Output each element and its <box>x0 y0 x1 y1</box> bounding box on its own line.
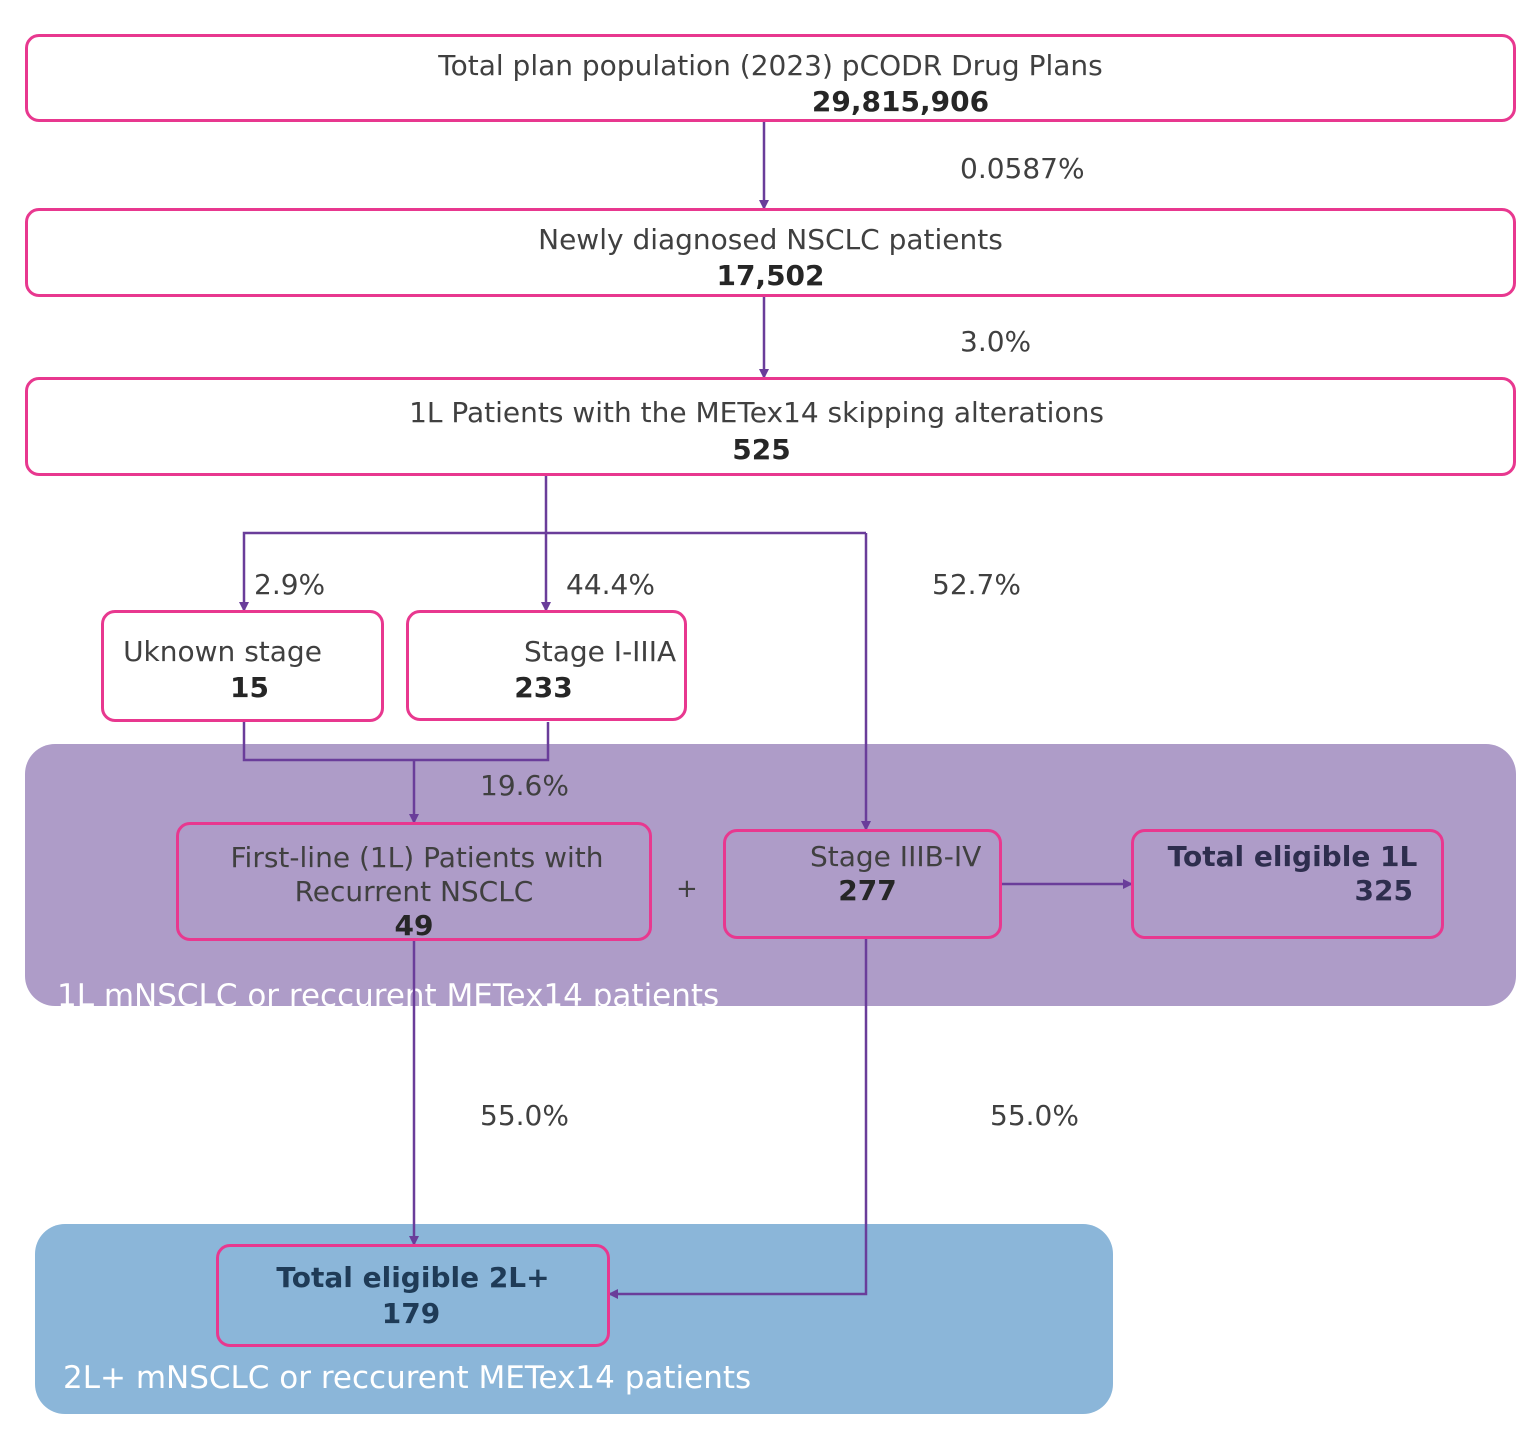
region-1l: 1L mNSCLC or reccurent METex14 patients <box>25 744 1516 1014</box>
metex14-1l-value: 525 <box>732 433 791 466</box>
recurrent-value: 49 <box>394 909 434 942</box>
total-eligible-1l-box: Total eligible 1L 325 <box>1131 829 1444 939</box>
unknown-stage-label: Uknown stage <box>123 635 322 668</box>
pct-stage-iiib-iv: 52.7% <box>932 568 1021 601</box>
recurrent-label-line1: First-line (1L) Patients with <box>230 841 604 874</box>
pct-recurrent: 19.6% <box>480 769 569 802</box>
recurrent-nsclc-box: First-line (1L) Patients with Recurrent … <box>176 822 652 942</box>
pct-stage-i-iiia: 44.4% <box>566 568 655 601</box>
pct-stage-iiib-to-2l: 55.0% <box>990 1099 1079 1132</box>
region-2l-label: 2L+ mNSCLC or reccurent METex14 patients <box>63 1360 752 1396</box>
stage-iiib-iv-value: 277 <box>838 874 897 907</box>
stage-iiib-iv-label: Stage IIIB-IV <box>810 840 982 873</box>
pct-diagnosed-to-metex14: 3.0% <box>960 325 1032 358</box>
unknown-stage-box: Uknown stage 15 <box>101 610 384 722</box>
metex14-1l-label: 1L Patients with the METex14 skipping al… <box>409 396 1104 429</box>
newly-diagnosed-box: Newly diagnosed NSCLC patients 17,502 <box>25 208 1516 297</box>
total-population-label: Total plan population (2023) pCODR Drug … <box>438 49 1103 82</box>
stage-i-iiia-box: Stage I-IIIA 233 <box>406 610 687 721</box>
pct-recurrent-to-2l: 55.0% <box>480 1099 569 1132</box>
region-2l: 2L+ mNSCLC or reccurent METex14 patients <box>35 1224 1113 1414</box>
arrow-stage-iiib-to-total-2l <box>608 939 868 1299</box>
stage-iiib-iv-box: Stage IIIB-IV 277 <box>723 829 1002 939</box>
total-eligible-2l-box: Total eligible 2L+ 179 <box>216 1244 610 1347</box>
unknown-stage-value: 15 <box>230 671 269 704</box>
merge-unknown-stage-i <box>242 722 550 762</box>
total-eligible-2l-label: Total eligible 2L+ <box>276 1261 550 1294</box>
total-eligible-2l-value: 179 <box>381 1297 441 1330</box>
region-1l-label: 1L mNSCLC or reccurent METex14 patients <box>57 978 720 1014</box>
total-population-box: Total plan population (2023) pCODR Drug … <box>25 34 1516 122</box>
recurrent-label-line2: Recurrent NSCLC <box>294 875 534 908</box>
stage-i-iiia-label: Stage I-IIIA <box>524 635 677 668</box>
arrow-to-unknown-stage <box>239 531 866 612</box>
total-population-value: 29,815,906 <box>811 85 990 118</box>
newly-diagnosed-value: 17,502 <box>716 259 825 292</box>
pct-population-to-diagnosed: 0.0587% <box>960 152 1085 185</box>
stage-i-iiia-value: 233 <box>514 671 573 704</box>
total-eligible-1l-value: 325 <box>1354 874 1413 907</box>
metex14-1l-box: 1L Patients with the METex14 skipping al… <box>25 377 1516 476</box>
plus-sign: + <box>676 874 698 904</box>
pct-unknown-stage: 2.9% <box>254 568 326 601</box>
newly-diagnosed-label: Newly diagnosed NSCLC patients <box>538 223 1003 256</box>
total-eligible-1l-label: Total eligible 1L <box>1167 840 1418 873</box>
